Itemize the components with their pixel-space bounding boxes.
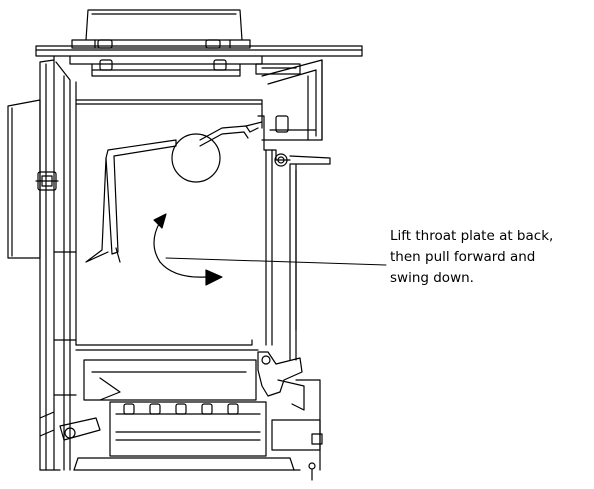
callout-line-1: Lift throat plate at back, bbox=[390, 228, 554, 244]
callout-line-3: swing down. bbox=[390, 270, 474, 286]
top-plate bbox=[35, 45, 363, 77]
throat-plate bbox=[85, 121, 263, 263]
left-side-panel bbox=[7, 55, 77, 471]
right-side-structure bbox=[257, 59, 331, 331]
motion-arrows bbox=[153, 213, 223, 286]
firebox-walls bbox=[75, 99, 297, 361]
base-ash-pan bbox=[39, 457, 316, 481]
callout-leader bbox=[165, 257, 387, 266]
grate-assembly bbox=[59, 359, 323, 457]
door-handle-assembly bbox=[257, 351, 321, 471]
callout-line-2: then pull forward and bbox=[390, 249, 536, 265]
damper-circle bbox=[171, 133, 221, 183]
flue-collar bbox=[71, 9, 251, 49]
instruction-callout: Lift throat plate at back, then pull for… bbox=[390, 226, 590, 289]
